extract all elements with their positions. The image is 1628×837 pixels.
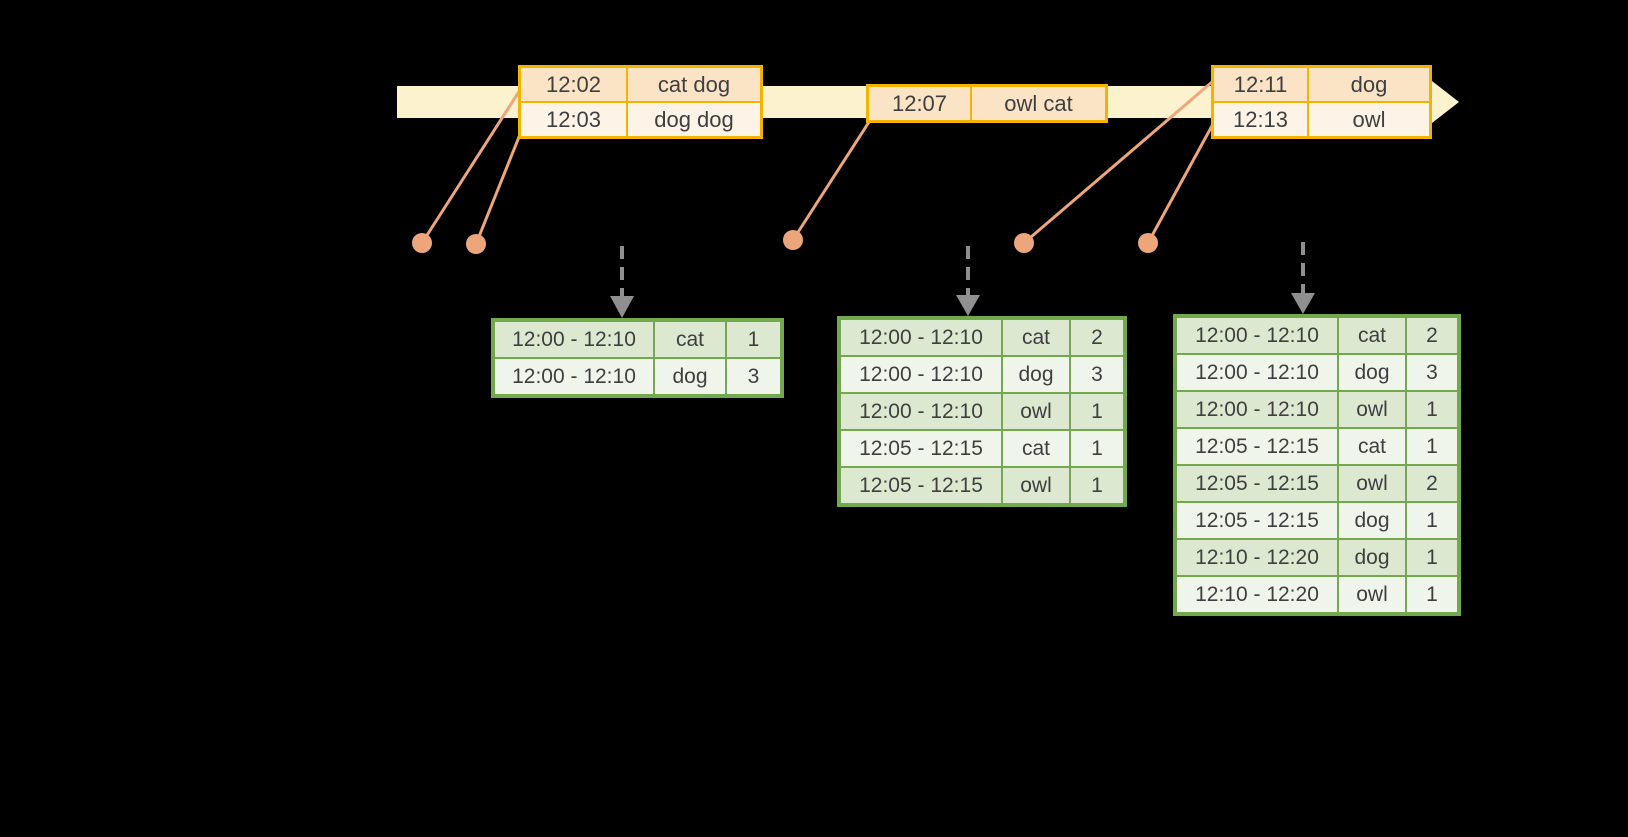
word-cell: cat — [1001, 429, 1071, 468]
event-row: 12:03 dog dog — [518, 101, 763, 139]
result-row: 12:00 - 12:10 cat 2 — [838, 317, 1126, 357]
window-cell: 12:00 - 12:10 — [838, 392, 1003, 431]
result-row: 12:05 - 12:15 cat 1 — [838, 429, 1126, 468]
word-cell: cat — [1001, 317, 1071, 357]
count-cell: 3 — [1405, 353, 1460, 392]
word-cell: owl — [1337, 464, 1407, 503]
event-words-cell: dog dog — [626, 101, 763, 139]
result-row: 12:00 - 12:10 dog 3 — [492, 357, 783, 397]
event-words-cell: owl cat — [970, 84, 1108, 123]
event-words-cell: owl — [1307, 101, 1432, 139]
event-time-cell: 12:13 — [1211, 101, 1309, 139]
result-row: 12:00 - 12:10 dog 3 — [838, 355, 1126, 394]
trigger-arrowhead-icon — [1291, 293, 1315, 314]
result-table-2: 12:00 - 12:10 cat 2 12:00 - 12:10 dog 3 … — [837, 316, 1127, 507]
count-cell: 3 — [725, 357, 783, 397]
word-cell: cat — [653, 319, 727, 359]
trigger-arrowhead-icon — [610, 296, 634, 318]
window-cell: 12:00 - 12:10 — [1174, 390, 1339, 429]
window-cell: 12:10 - 12:20 — [1174, 538, 1339, 577]
event-connector-line — [791, 121, 871, 241]
word-cell: dog — [1001, 355, 1071, 394]
count-cell: 1 — [1069, 392, 1126, 431]
count-cell: 2 — [1405, 464, 1460, 503]
result-row: 12:05 - 12:15 dog 1 — [1174, 501, 1460, 540]
count-cell: 1 — [1405, 501, 1460, 540]
count-cell: 1 — [1405, 427, 1460, 466]
event-table-2: 12:07 owl cat — [866, 84, 1108, 123]
count-cell: 1 — [1069, 466, 1126, 506]
event-table-1: 12:02 cat dog 12:03 dog dog — [518, 65, 763, 139]
word-cell: dog — [653, 357, 727, 397]
word-cell: cat — [1337, 315, 1407, 355]
event-time-cell: 12:11 — [1211, 65, 1309, 103]
count-cell: 1 — [1405, 538, 1460, 577]
event-dot — [1138, 233, 1158, 253]
word-cell: dog — [1337, 501, 1407, 540]
window-cell: 12:00 - 12:10 — [838, 355, 1003, 394]
event-connector-line — [1146, 123, 1215, 244]
event-connector-line — [1023, 80, 1213, 245]
result-row: 12:10 - 12:20 owl 1 — [1174, 575, 1460, 615]
result-table-3: 12:00 - 12:10 cat 2 12:00 - 12:10 dog 3 … — [1173, 314, 1461, 616]
word-cell: dog — [1337, 538, 1407, 577]
result-row: 12:05 - 12:15 cat 1 — [1174, 427, 1460, 466]
result-row: 12:00 - 12:10 owl 1 — [838, 392, 1126, 431]
count-cell: 3 — [1069, 355, 1126, 394]
window-cell: 12:00 - 12:10 — [492, 319, 655, 359]
count-cell: 1 — [1405, 575, 1460, 615]
event-row: 12:02 cat dog — [518, 65, 763, 103]
event-dot — [1014, 233, 1034, 253]
event-words-cell: cat dog — [626, 65, 763, 103]
word-cell: owl — [1001, 392, 1071, 431]
event-time-cell: 12:03 — [518, 101, 628, 139]
window-cell: 12:00 - 12:10 — [838, 317, 1003, 357]
event-table-3: 12:11 dog 12:13 owl — [1211, 65, 1432, 139]
window-cell: 12:05 - 12:15 — [1174, 427, 1339, 466]
count-cell: 2 — [1405, 315, 1460, 355]
word-cell: owl — [1001, 466, 1071, 506]
window-cell: 12:05 - 12:15 — [1174, 501, 1339, 540]
word-cell: dog — [1337, 353, 1407, 392]
event-dot — [412, 233, 432, 253]
word-cell: cat — [1337, 427, 1407, 466]
event-dot — [466, 234, 486, 254]
event-row: 12:11 dog — [1211, 65, 1432, 103]
result-row: 12:10 - 12:20 dog 1 — [1174, 538, 1460, 577]
result-row: 12:00 - 12:10 owl 1 — [1174, 390, 1460, 429]
result-row: 12:00 - 12:10 cat 1 — [492, 319, 783, 359]
event-row: 12:13 owl — [1211, 101, 1432, 139]
event-connector-line — [420, 89, 522, 244]
count-cell: 1 — [725, 319, 783, 359]
event-dot — [783, 230, 803, 250]
event-time-cell: 12:02 — [518, 65, 628, 103]
trigger-arrowhead-icon — [956, 295, 980, 316]
window-cell: 12:05 - 12:15 — [838, 429, 1003, 468]
result-row: 12:05 - 12:15 owl 2 — [1174, 464, 1460, 503]
event-connector-line — [474, 126, 525, 245]
window-cell: 12:00 - 12:10 — [1174, 315, 1339, 355]
result-row: 12:05 - 12:15 owl 1 — [838, 466, 1126, 506]
event-words-cell: dog — [1307, 65, 1432, 103]
result-row: 12:00 - 12:10 dog 3 — [1174, 353, 1460, 392]
count-cell: 1 — [1405, 390, 1460, 429]
window-cell: 12:05 - 12:15 — [1174, 464, 1339, 503]
count-cell: 1 — [1069, 429, 1126, 468]
window-cell: 12:10 - 12:20 — [1174, 575, 1339, 615]
window-cell: 12:00 - 12:10 — [492, 357, 655, 397]
event-row: 12:07 owl cat — [866, 84, 1108, 123]
count-cell: 2 — [1069, 317, 1126, 357]
event-time-cell: 12:07 — [866, 84, 972, 123]
result-row: 12:00 - 12:10 cat 2 — [1174, 315, 1460, 355]
result-table-1: 12:00 - 12:10 cat 1 12:00 - 12:10 dog 3 — [491, 318, 784, 398]
word-cell: owl — [1337, 390, 1407, 429]
window-cell: 12:05 - 12:15 — [838, 466, 1003, 506]
timeline-arrowhead-icon — [1423, 74, 1459, 130]
window-cell: 12:00 - 12:10 — [1174, 353, 1339, 392]
word-cell: owl — [1337, 575, 1407, 615]
